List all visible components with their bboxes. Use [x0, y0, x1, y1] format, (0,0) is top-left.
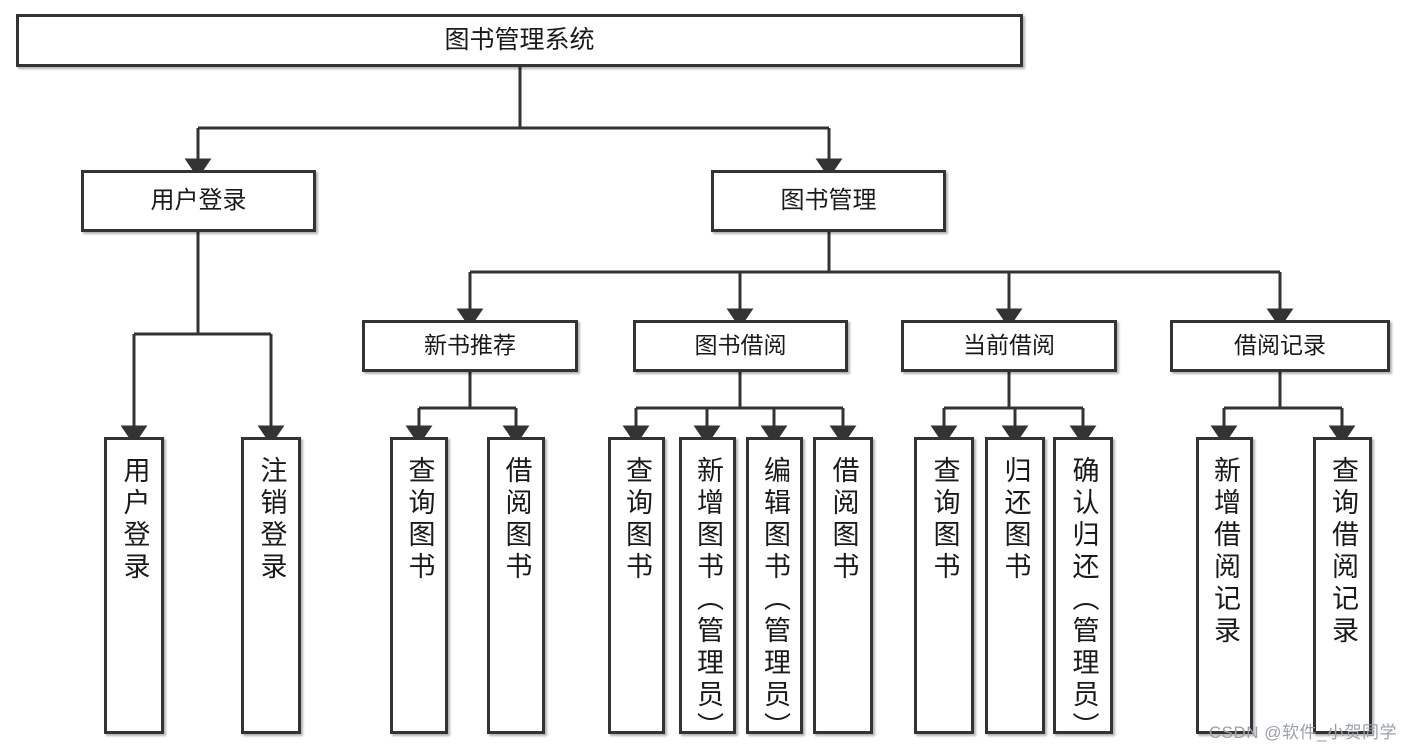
- connector-lines: [120, 67, 1356, 446]
- node-label: 查询图书: [929, 456, 960, 584]
- leaf-add-borrow-record[interactable]: 新增借阅记录: [1196, 437, 1253, 734]
- node-label: 图书管理: [780, 186, 877, 214]
- leaf-query-book-new[interactable]: 查询图书: [390, 437, 448, 734]
- node-label: 新增图书（管理员）: [693, 456, 723, 744]
- leaf-edit-book-admin[interactable]: 编辑图书（管理员）: [746, 437, 803, 744]
- node-current-borrowing[interactable]: 当前借阅: [901, 320, 1117, 372]
- node-label: 确认归还（管理员）: [1068, 456, 1099, 744]
- node-user-login[interactable]: 用户登录: [81, 170, 316, 232]
- node-label: 查询图书: [404, 456, 435, 584]
- node-label: 新增借阅记录: [1210, 456, 1240, 648]
- node-label: 当前借阅: [963, 332, 1055, 359]
- node-label: 查询图书: [622, 456, 652, 584]
- node-label: 编辑图书（管理员）: [760, 456, 790, 744]
- node-label: 借阅图书: [828, 456, 859, 584]
- node-label: 归还图书: [1000, 456, 1031, 584]
- leaf-user-login[interactable]: 用户登录: [104, 437, 164, 734]
- node-book-management[interactable]: 图书管理: [711, 170, 946, 232]
- node-label: 查询借阅记录: [1328, 456, 1358, 648]
- leaf-borrow-book-new[interactable]: 借阅图书: [487, 437, 545, 734]
- node-label: 借阅记录: [1234, 332, 1326, 359]
- leaf-add-book-admin[interactable]: 新增图书（管理员）: [679, 437, 736, 744]
- node-label: 图书管理系统: [444, 25, 595, 54]
- leaf-query-book-borrow[interactable]: 查询图书: [608, 437, 665, 734]
- leaf-query-book-current[interactable]: 查询图书: [914, 437, 974, 734]
- leaf-query-borrow-record[interactable]: 查询借阅记录: [1313, 437, 1372, 734]
- node-borrowing-record[interactable]: 借阅记录: [1170, 320, 1390, 372]
- node-book-management-system[interactable]: 图书管理系统: [16, 14, 1023, 67]
- leaf-return-book[interactable]: 归还图书: [985, 437, 1045, 734]
- leaf-borrow-book[interactable]: 借阅图书: [813, 437, 873, 734]
- leaf-confirm-return-admin[interactable]: 确认归还（管理员）: [1053, 437, 1113, 744]
- node-label: 注销登录: [256, 456, 287, 584]
- node-new-book-recommendation[interactable]: 新书推荐: [362, 320, 578, 372]
- node-label: 用户登录: [119, 456, 150, 584]
- node-label: 新书推荐: [424, 332, 516, 359]
- node-label: 借阅图书: [501, 456, 532, 584]
- node-label: 用户登录: [150, 186, 247, 214]
- node-book-borrowing[interactable]: 图书借阅: [633, 320, 848, 372]
- node-label: 图书借阅: [694, 332, 787, 359]
- leaf-logout[interactable]: 注销登录: [241, 437, 301, 734]
